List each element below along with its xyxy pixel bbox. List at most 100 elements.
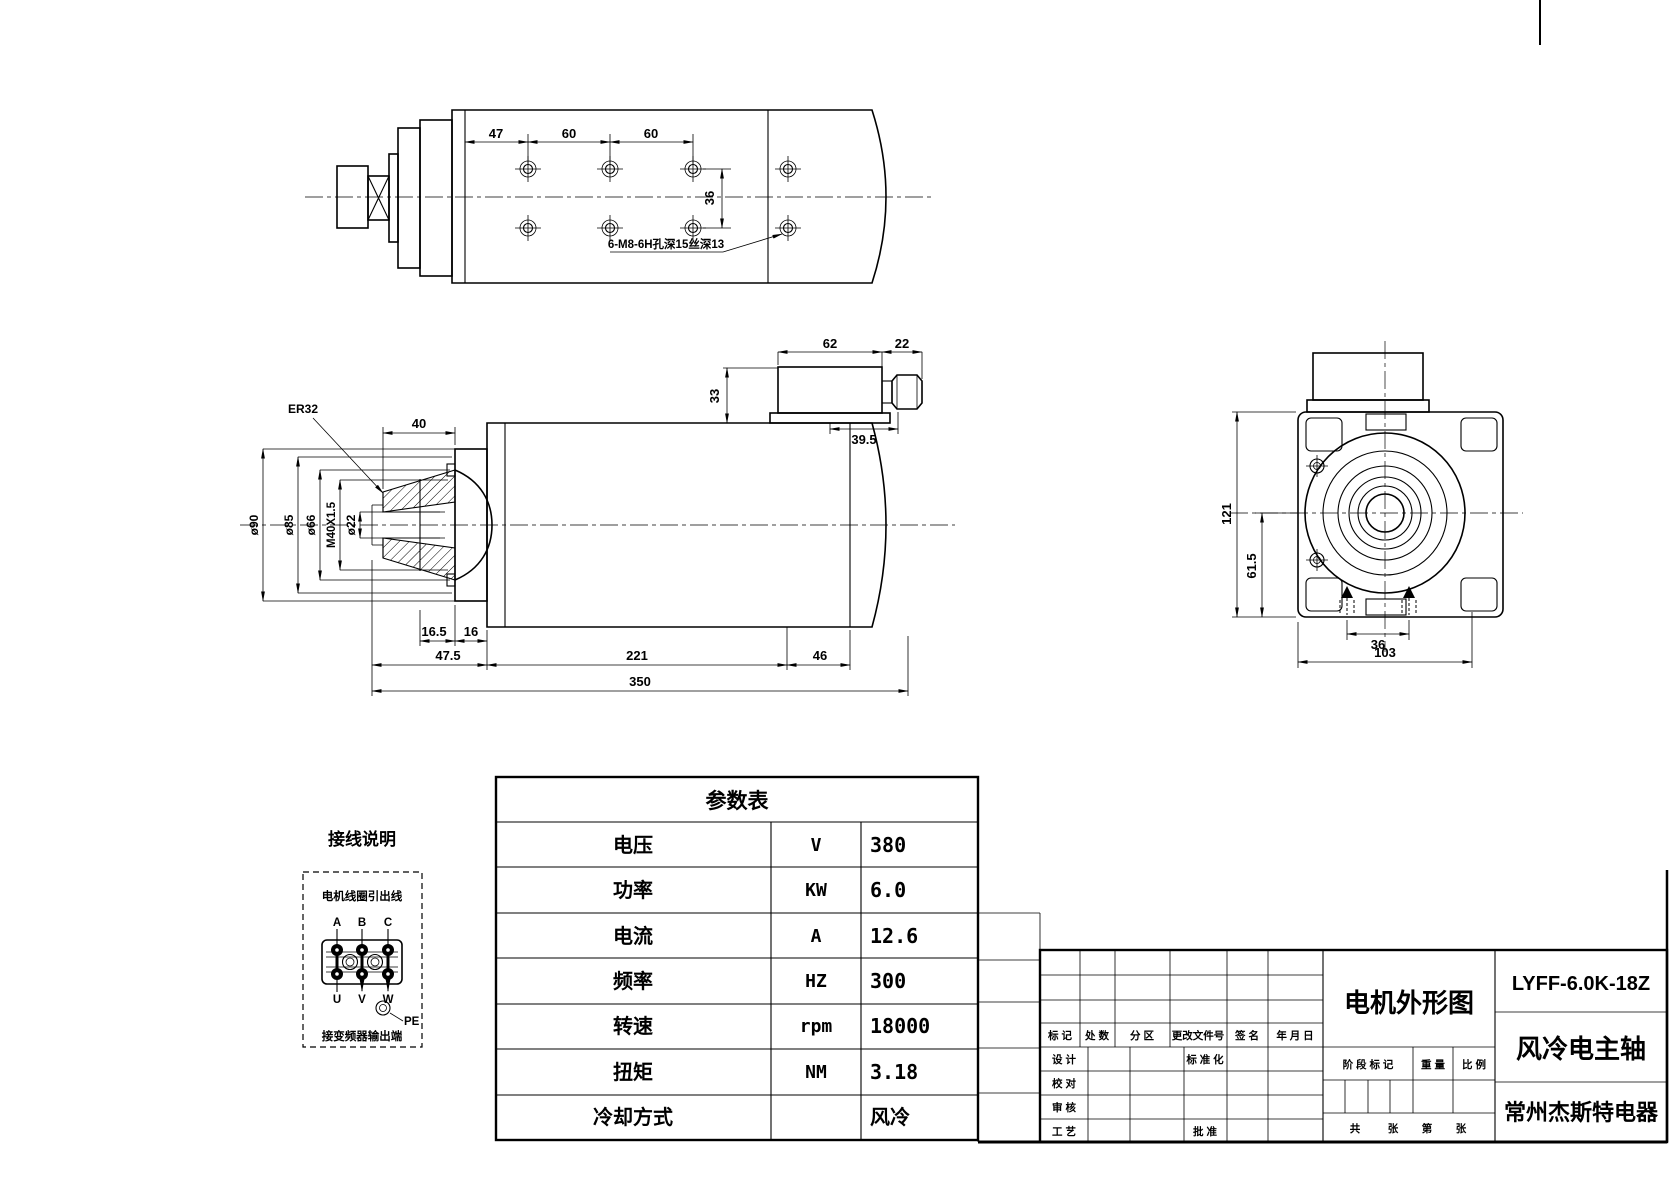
terminal-posts bbox=[331, 944, 394, 980]
dim-40: 40 bbox=[412, 416, 426, 431]
out-u-label: U bbox=[333, 994, 341, 1006]
param-unit: V bbox=[811, 835, 822, 856]
corner-slots bbox=[1305, 413, 1498, 616]
sheet-zhang1-label: 张 bbox=[1388, 1122, 1399, 1135]
dim-22: 22 bbox=[895, 336, 909, 351]
flange-screws bbox=[1306, 455, 1328, 571]
front-face-circles bbox=[1304, 432, 1466, 594]
dim-39-5: 39.5 bbox=[851, 432, 876, 447]
end-view-dimensions: 121 61.5 36 103 bbox=[1219, 411, 1473, 668]
end-view: 121 61.5 36 103 bbox=[1219, 341, 1523, 668]
side-view: 62 22 33 39.5 40 ER32 ø90 ø85 ø66 bbox=[240, 336, 955, 696]
sheet-border bbox=[978, 0, 1669, 1144]
dim-121: 121 bbox=[1219, 503, 1234, 525]
dia-22: ø22 bbox=[344, 514, 358, 535]
dim-60a: 60 bbox=[562, 126, 576, 141]
sheet-zhang2-label: 张 bbox=[1456, 1122, 1467, 1135]
phase-c-label: C bbox=[384, 917, 392, 929]
model-number: LYFF-6.0K-18Z bbox=[1512, 973, 1650, 995]
param-unit: KW bbox=[805, 880, 827, 901]
rev-col-sign: 签 名 bbox=[1234, 1029, 1259, 1042]
cable-gland-hex bbox=[891, 374, 923, 410]
param-unit: A bbox=[811, 926, 822, 947]
side-view-dimensions: 62 22 33 39.5 40 ER32 ø90 ø85 ø66 bbox=[247, 336, 923, 696]
scale-label: 比 例 bbox=[1462, 1058, 1486, 1071]
param-name: 电流 bbox=[613, 924, 653, 948]
wiring-lead-label: 电机线圈引出线 bbox=[322, 889, 403, 903]
sheet-no-label: 第 bbox=[1422, 1122, 1433, 1135]
hole bbox=[775, 156, 801, 182]
cable-gland-neck bbox=[881, 380, 893, 404]
param-value: 380 bbox=[870, 833, 906, 857]
dim-33: 33 bbox=[707, 389, 722, 403]
dim-62: 62 bbox=[823, 336, 837, 351]
param-name: 扭矩 bbox=[613, 1060, 653, 1084]
side-view-body-outline bbox=[486, 422, 887, 628]
hole-callout: 6-M8-6H孔深15丝深13 bbox=[608, 237, 724, 251]
dim-61-5: 61.5 bbox=[1244, 553, 1259, 578]
dim-36-top: 36 bbox=[702, 191, 717, 205]
phase-b-label: B bbox=[358, 917, 366, 929]
rev-col-count: 处 数 bbox=[1084, 1029, 1109, 1042]
parameter-table: 参数表 电压 V 380 功率 KW 6.0 电流 A 12.6 频率 HZ 3… bbox=[494, 775, 980, 1142]
dim-16: 16 bbox=[464, 624, 478, 639]
dia-90: ø90 bbox=[247, 514, 261, 535]
phase-a-label: A bbox=[333, 917, 341, 929]
top-view-body-lines bbox=[464, 110, 769, 283]
hole bbox=[597, 215, 623, 241]
dim-47-5: 47.5 bbox=[435, 648, 460, 663]
wiring-box bbox=[302, 871, 423, 1048]
pe-label: PE bbox=[404, 1016, 420, 1028]
param-unit: HZ bbox=[805, 971, 827, 992]
weight-label: 重 量 bbox=[1421, 1058, 1445, 1071]
dim-221: 221 bbox=[626, 648, 648, 663]
param-name: 转速 bbox=[613, 1014, 653, 1038]
out-w-label: W bbox=[383, 994, 394, 1006]
thread-label: M40X1.5 bbox=[326, 501, 338, 548]
wiring-output-label: 接变频器输出端 bbox=[322, 1029, 403, 1043]
shaft-nose-dome bbox=[454, 469, 493, 581]
end-view-junction-box bbox=[1312, 352, 1424, 401]
dia-85: ø85 bbox=[282, 514, 296, 535]
top-view-body-outline bbox=[451, 109, 887, 284]
dim-16-5: 16.5 bbox=[421, 624, 446, 639]
out-v-label: V bbox=[358, 994, 366, 1006]
spare-cells bbox=[977, 912, 1041, 1142]
pe-terminal bbox=[375, 1000, 391, 1016]
hole bbox=[680, 215, 706, 241]
param-name: 冷却方式 bbox=[593, 1105, 673, 1129]
param-value: 300 bbox=[870, 969, 906, 993]
param-value: 6.0 bbox=[870, 878, 906, 902]
dim-46: 46 bbox=[813, 648, 827, 663]
wiring-title: 接线说明 bbox=[328, 829, 396, 849]
top-view-shaft-steps bbox=[336, 119, 453, 277]
param-table-title: 参数表 bbox=[706, 789, 770, 813]
param-value: 18000 bbox=[870, 1014, 930, 1038]
dim-350: 350 bbox=[629, 674, 651, 689]
row-check: 校 对 bbox=[1052, 1077, 1076, 1090]
junction-box bbox=[769, 366, 923, 424]
collet-section-top bbox=[382, 469, 456, 513]
collet-label: ER32 bbox=[288, 402, 318, 416]
air-outlet-arrows bbox=[1339, 586, 1417, 615]
dim-47: 47 bbox=[489, 126, 503, 141]
rev-col-mark: 标 记 bbox=[1047, 1029, 1072, 1042]
company-name: 常州杰斯特电器 bbox=[1504, 1100, 1659, 1125]
stage-mark-label: 阶 段 标 记 bbox=[1343, 1058, 1394, 1071]
row-audit: 审 核 bbox=[1052, 1101, 1076, 1114]
param-value: 3.18 bbox=[870, 1060, 918, 1084]
rev-col-date: 年 月 日 bbox=[1276, 1029, 1313, 1042]
end-view-body bbox=[1297, 411, 1504, 618]
param-unit: rpm bbox=[800, 1016, 833, 1037]
rev-col-docno: 更改文件号 bbox=[1172, 1029, 1225, 1042]
side-view-body-lines bbox=[504, 423, 851, 627]
mounting-holes bbox=[515, 156, 801, 241]
rev-col-zone: 分 区 bbox=[1130, 1029, 1154, 1042]
product-name: 风冷电主轴 bbox=[1516, 1034, 1646, 1064]
end-view-box-flange bbox=[1306, 399, 1430, 413]
hole bbox=[775, 215, 801, 241]
param-name: 电压 bbox=[613, 834, 653, 857]
wiring-legend: 接线说明 电机线圈引出线 A B C U V W PE 接变频器输出端 bbox=[302, 829, 423, 1048]
